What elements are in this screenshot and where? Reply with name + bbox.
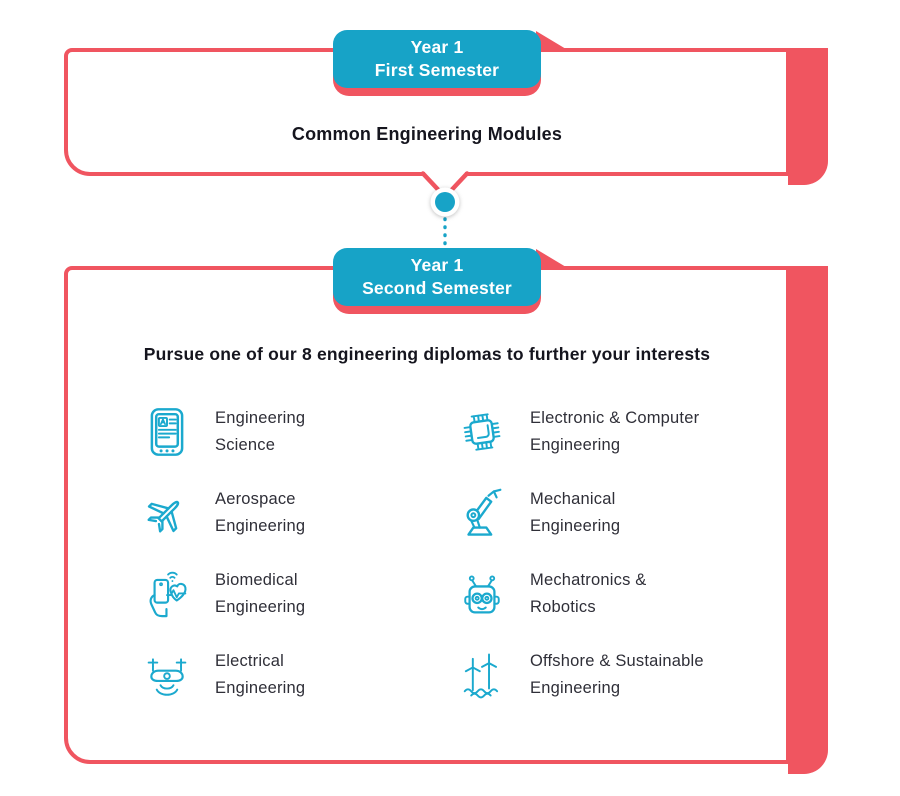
diploma-label: Electrical Engineering — [215, 648, 305, 702]
diploma-label-line: Biomedical — [215, 570, 298, 589]
diploma-label-line: Engineering — [215, 597, 306, 616]
diploma-label-line: Engineering — [215, 516, 306, 535]
diploma-item-aerospace: Aerospace Engineering — [140, 472, 455, 553]
ribbon-face: Year 1 Second Semester — [333, 248, 541, 306]
diploma-label-line: Engineering — [530, 516, 621, 535]
tablet-document-icon — [140, 405, 194, 459]
diploma-label: Electronic & Computer Engineering — [530, 405, 699, 459]
diploma-label-line: Engineering — [530, 435, 621, 454]
drone-icon — [140, 648, 194, 702]
node-dot — [435, 192, 455, 212]
second-semester-banner: Year 1 Second Semester — [333, 248, 566, 318]
diploma-label: Mechatronics & Robotics — [530, 567, 647, 621]
diploma-label: Engineering Science — [215, 405, 305, 459]
panel-side-shadow — [788, 48, 828, 185]
diploma-item-mechanical: Mechanical Engineering — [455, 472, 795, 553]
banner-line-2: Second Semester — [362, 278, 512, 298]
banner-line-1: Year 1 — [410, 36, 464, 57]
diploma-label-line: Science — [215, 435, 276, 454]
second-semester-panel: Pursue one of our 8 engineering diplomas… — [64, 266, 790, 764]
diploma-label-line: Electronic & Computer — [530, 408, 700, 427]
diploma-label-line: Mechanical — [530, 489, 616, 508]
diploma-label-line: Engineering — [215, 408, 306, 427]
robot-head-icon — [455, 567, 509, 621]
diploma-label-line: Engineering — [215, 678, 306, 697]
ribbon-face: Year 1 First Semester — [333, 30, 541, 88]
diplomas-intro-text: Pursue one of our 8 engineering diplomas… — [143, 344, 711, 364]
diploma-item-mechatronics: Mechatronics & Robotics — [455, 553, 795, 634]
diplomas-grid: Engineering Science — [140, 391, 786, 715]
diploma-item-engineering-science: Engineering Science — [140, 391, 455, 472]
connector-notch-and-dotted-line — [420, 170, 470, 256]
diploma-label-line: Mechatronics & — [530, 570, 647, 589]
first-semester-body-text: Common Engineering Modules — [291, 123, 563, 144]
diploma-item-electronic-computer: Electronic & Computer Engineering — [455, 391, 795, 472]
banner-line-2: First Semester — [374, 60, 500, 80]
diploma-label: Offshore & Sustainable Engineering — [530, 648, 704, 702]
diploma-label-line: Aerospace — [215, 489, 296, 508]
wind-turbine-icon — [455, 648, 509, 702]
diploma-label: Aerospace Engineering — [215, 486, 305, 540]
microchip-icon — [455, 405, 509, 459]
diploma-item-biomedical: Biomedical Engineering — [140, 553, 455, 634]
banner-line-1: Year 1 — [410, 254, 464, 275]
diploma-label-line: Offshore & Sustainable — [530, 651, 704, 670]
diploma-label-line: Electrical — [215, 651, 284, 670]
diploma-label-line: Engineering — [530, 678, 621, 697]
health-monitor-icon — [140, 567, 194, 621]
diploma-label-line: Robotics — [530, 597, 596, 616]
airplane-icon — [140, 486, 194, 540]
diploma-item-electrical: Electrical Engineering — [140, 634, 455, 715]
robot-arm-icon — [455, 486, 509, 540]
diploma-label: Mechanical Engineering — [530, 486, 620, 540]
first-semester-banner: Year 1 First Semester — [333, 30, 566, 100]
panel-side-shadow — [788, 266, 828, 774]
diploma-item-offshore-sustainable: Offshore & Sustainable Engineering — [455, 634, 795, 715]
diploma-label: Biomedical Engineering — [215, 567, 305, 621]
